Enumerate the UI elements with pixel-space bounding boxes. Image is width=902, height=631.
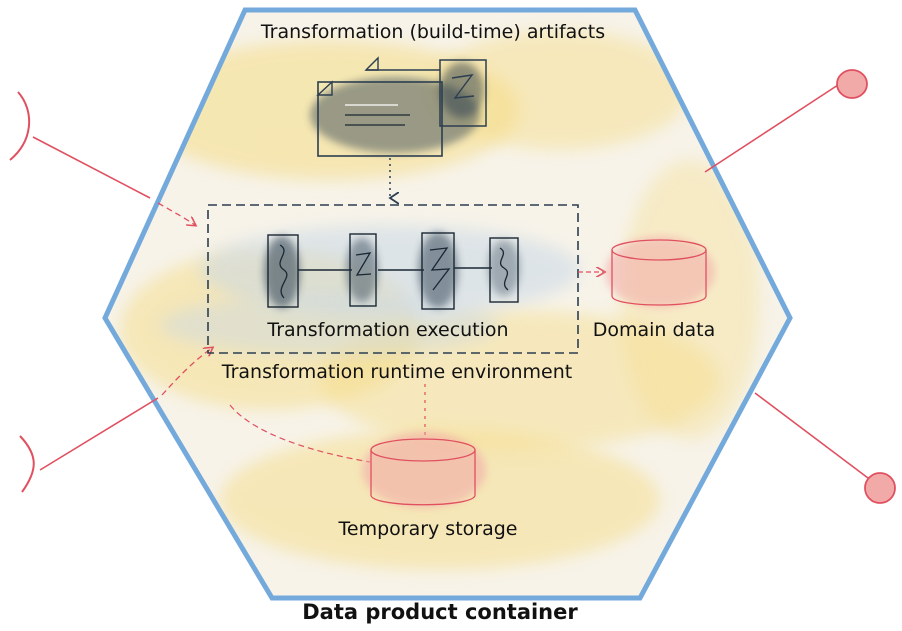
pipeline-step-4: [488, 237, 520, 303]
artifact-documents-icon: [310, 56, 487, 157]
execution-label: Transformation execution: [266, 319, 508, 341]
container-label: Data product container: [302, 600, 578, 624]
pipeline-step-1: [264, 234, 300, 308]
transformation-pipeline: [264, 232, 520, 310]
runtime-environment-label: Transformation runtime environment: [221, 361, 572, 383]
temporary-storage-icon: [362, 432, 486, 508]
domain-data-label: Domain data: [593, 319, 716, 341]
pipeline-step-2: [346, 233, 378, 307]
domain-data-storage-icon: [605, 236, 715, 308]
input-port-top: [9, 91, 195, 225]
output-port-bottom: [754, 392, 896, 504]
artifacts-label: Transformation (build-time) artifacts: [260, 21, 605, 43]
pipeline-step-3: [418, 232, 458, 310]
runtime-to-temp-storage-link: [229, 384, 426, 463]
temporary-storage-label: Temporary storage: [338, 518, 518, 540]
output-port-top: [704, 69, 868, 173]
runtime-environment-box: [207, 204, 579, 354]
